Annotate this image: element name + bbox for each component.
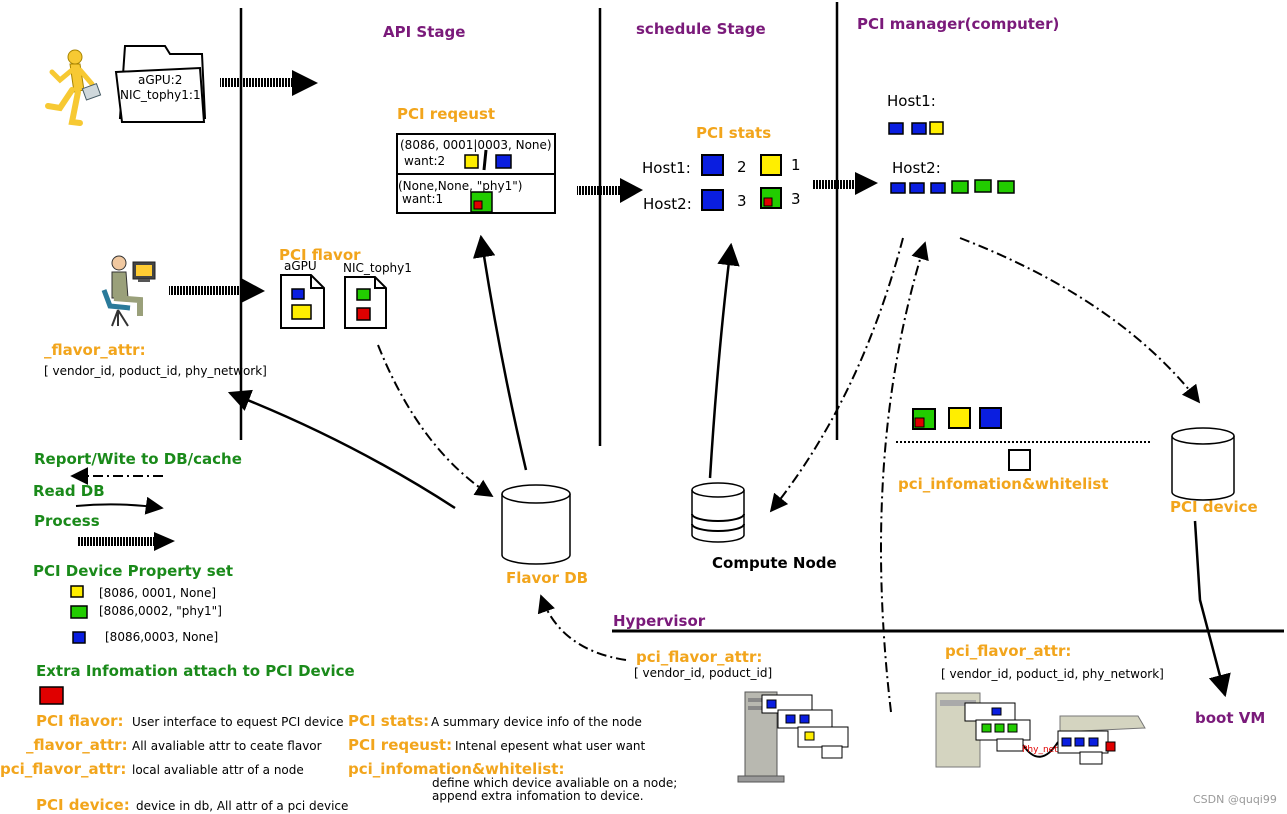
- report-arrow-flavor-to-db: [377, 344, 494, 497]
- flavor-nic-doc-icon: [344, 276, 387, 329]
- hypervisor-title: Hypervisor: [613, 612, 706, 630]
- read-arrow-db-to-flavor-attr: [227, 389, 456, 510]
- glossary-pci-request-def: Intenal epesent what user want: [455, 739, 646, 753]
- boot-vm-label: boot VM: [1195, 709, 1265, 727]
- glossary-pci-device-term: PCI device:: [36, 796, 130, 814]
- legend-extra-title: Extra Infomation attach to PCI Device: [36, 662, 355, 680]
- pci-device-db-icon: [1171, 427, 1235, 501]
- report-arrow-hypervisor-to-manager: [879, 241, 929, 713]
- report-arrow-hypervisor-to-flavordb: [537, 594, 627, 661]
- pci-device-label: PCI device: [1170, 498, 1258, 516]
- legend-prop-yellow: [8086, 0001, None]: [99, 586, 216, 600]
- compute-node-label: Compute Node: [712, 554, 837, 572]
- read-arrow-db-to-request: [472, 234, 528, 471]
- flavor-attr-value: [ vendor_id, poduct_id, phy_network]: [44, 364, 267, 378]
- hv2-server-icon: [935, 692, 1146, 768]
- legend-property-title: PCI Device Property set: [33, 562, 233, 580]
- pci-info-whitelist-label: pci_infomation&whitelist: [898, 475, 1108, 493]
- process-arrow-admin-to-flavor: [169, 278, 265, 303]
- glossary-flavor-attr-def: All avaliable attr to ceate flavor: [132, 739, 322, 753]
- hv2-flavor-attr-title: pci_flavor_attr:: [945, 642, 1071, 660]
- watermark: CSDN @quqi99: [1193, 793, 1277, 806]
- request-row2-want: want:1: [402, 192, 443, 206]
- pci-flavor-title: PCI flavor: [279, 246, 361, 264]
- hv2-flavor-attr-value: [ vendor_id, poduct_id, phy_network]: [941, 667, 1164, 681]
- stats-host2-count-a: 3: [737, 192, 747, 210]
- read-arrow-compute-to-stats: [708, 242, 740, 479]
- report-arrow-manager-to-compute: [769, 237, 904, 513]
- stats-host1-count-b: 1: [791, 156, 801, 174]
- manager-host2-label: Host2:: [892, 159, 941, 177]
- glossary-pci-flavor-term: PCI flavor:: [36, 712, 124, 730]
- glossary-pci-info-def2: append extra infomation to device.: [432, 789, 644, 803]
- report-arrow-manager-to-device: [959, 237, 1201, 404]
- glossary-pci-info-term: pci_infomation&whitelist:: [348, 760, 564, 778]
- glossary-pci-device-def: device in db, All attr of a pci device: [136, 799, 348, 813]
- glossary-pci-flavor-def: User interface to equest PCI device: [132, 715, 344, 729]
- pci-request-box: (8086, 0001|0003, None) want:2 (None,Non…: [396, 133, 556, 214]
- flavor-nic-label: NIC_tophy1: [343, 261, 412, 275]
- request-folder-icon: aGPU:2 NIC_tophy1:1: [114, 45, 207, 123]
- running-user-icon: [45, 49, 102, 126]
- legend-process-arrow: [78, 532, 175, 551]
- flavor-db-label: Flavor DB: [506, 569, 588, 587]
- read-arrow-device-to-bootvm: [1193, 520, 1231, 698]
- glossary-pci-info-def1: define which device avaliable on a node;: [432, 776, 677, 790]
- legend-prop-blue: [8086,0003, None]: [105, 630, 218, 644]
- legend-prop-green: [8086,0002, "phy1"]: [99, 604, 222, 618]
- stats-host2-label: Host2:: [643, 195, 692, 213]
- admin-user-icon: [101, 255, 156, 327]
- flavor-agpu-label: aGPU: [284, 259, 317, 273]
- hv1-server-icon: [737, 691, 849, 783]
- glossary-pci-flavor-attr-term: pci_flavor_attr:: [0, 760, 126, 778]
- manager-host2-devices: [890, 179, 1015, 194]
- stats-host1-label: Host1:: [642, 159, 691, 177]
- request-row1-want: want:2: [404, 154, 445, 168]
- request-row1-spec: (8086, 0001|0003, None): [400, 138, 552, 152]
- glossary-pci-flavor-attr-def: local avaliable attr of a node: [132, 763, 304, 777]
- flavor-db-icon: [501, 484, 571, 565]
- legend-report-label: Report/Wite to DB/cache: [34, 450, 242, 468]
- process-arrow-stats-to-manager: [812, 172, 878, 195]
- process-arrow-request-to-stats: [577, 178, 643, 203]
- legend-read-label: Read DB: [33, 482, 105, 500]
- glossary-pci-request-term: PCI reqeust:: [348, 736, 452, 754]
- flavor-attr-title: _flavor_attr:: [44, 341, 146, 359]
- folder-line-1: aGPU:2: [138, 73, 182, 87]
- stats-host2-count-b: 3: [791, 190, 801, 208]
- folder-line-2: NIC_tophy1:1: [120, 88, 201, 102]
- pci-request-title: PCI reqeust: [397, 105, 495, 123]
- compute-node-db-icon: [691, 482, 745, 543]
- phy-net-label: Phy_net: [1022, 745, 1058, 755]
- glossary-pci-stats-term: PCI stats:: [348, 712, 429, 730]
- glossary-flavor-attr-term: _flavor_attr:: [26, 736, 128, 754]
- legend-read-arrow: [75, 496, 164, 515]
- process-arrow-user-to-api: [220, 70, 318, 96]
- schedule-stage-title: schedule Stage: [636, 20, 766, 38]
- flavor-agpu-doc-icon: [280, 274, 325, 329]
- stats-host1-count-a: 2: [737, 158, 747, 176]
- hv1-flavor-attr-value: [ vendor_id, poduct_id]: [634, 666, 772, 680]
- legend-process-label: Process: [34, 512, 100, 530]
- hv1-flavor-attr-title: pci_flavor_attr:: [636, 648, 762, 666]
- pci-stats-title: PCI stats: [696, 124, 771, 142]
- pci-manager-title: PCI manager(computer): [857, 15, 1059, 33]
- glossary-pci-stats-def: A summary device info of the node: [431, 715, 642, 729]
- request-row2-spec: (None,None, "phy1"): [398, 179, 522, 193]
- manager-host1-label: Host1:: [887, 92, 936, 110]
- api-stage-title: API Stage: [383, 23, 465, 41]
